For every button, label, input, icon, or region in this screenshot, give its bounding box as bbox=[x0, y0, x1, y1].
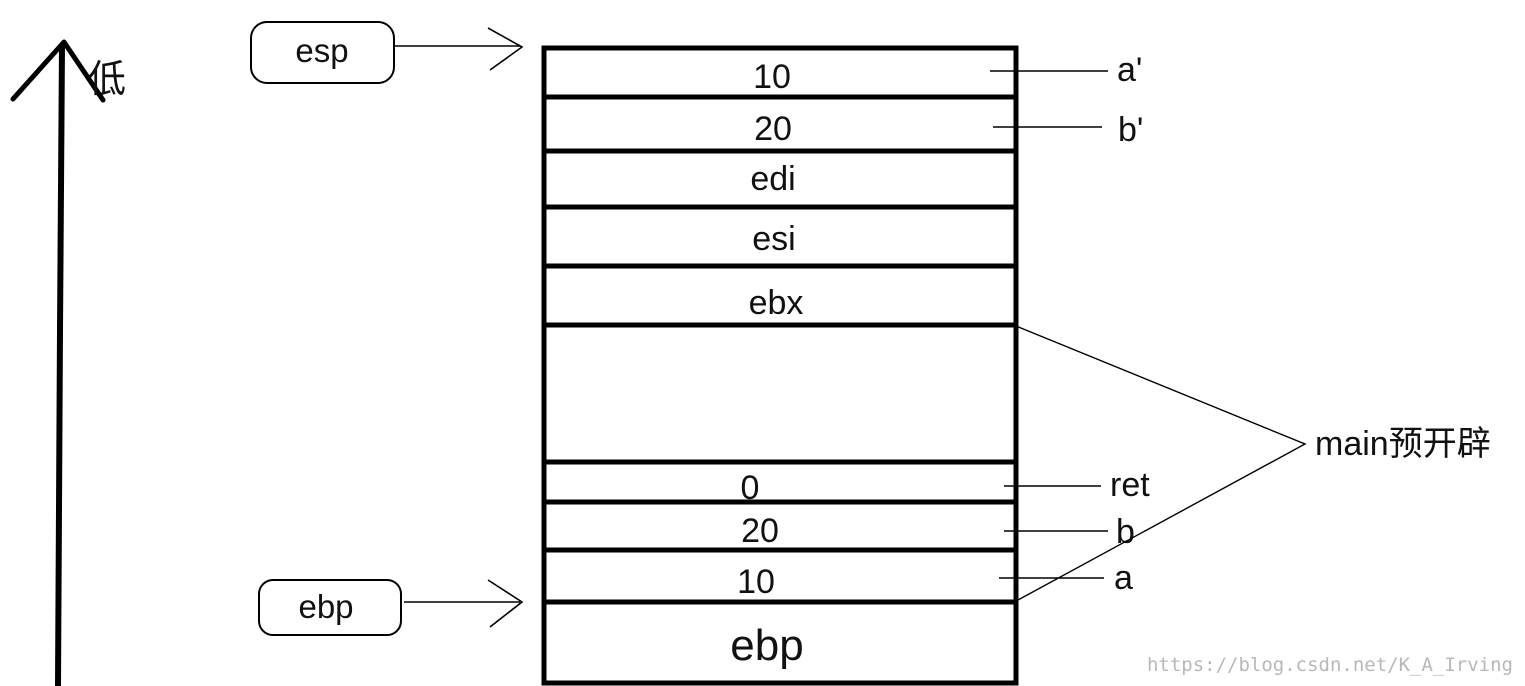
stack-cell-value: ebp bbox=[730, 621, 803, 670]
stack-cell-value: 0 bbox=[741, 469, 760, 507]
watermark: https://blog.csdn.net/K_A_Irving bbox=[1147, 654, 1513, 676]
annotation-label: b' bbox=[1118, 111, 1143, 149]
axis-arrow: 低 bbox=[10, 39, 126, 686]
stack-cell-value: 10 bbox=[753, 58, 791, 96]
annotation-label: ret bbox=[1110, 466, 1150, 504]
bracket-label: main预开辟 bbox=[1315, 425, 1491, 463]
annotation-label: a bbox=[1114, 559, 1133, 597]
stack-cell-value: 20 bbox=[741, 512, 779, 550]
esp-label: esp bbox=[295, 32, 348, 69]
ebp-pointer: ebp bbox=[258, 579, 524, 636]
stack-cell-value: 20 bbox=[754, 110, 792, 148]
axis-label: 低 bbox=[88, 59, 126, 101]
stack-frame: 10 20 edi esi ebx 0 20 10 ebp bbox=[541, 45, 1019, 686]
esp-box bbox=[250, 21, 395, 84]
annotation-label: b bbox=[1116, 513, 1135, 551]
main-bracket: main预开辟 bbox=[1015, 325, 1491, 601]
ebp-box bbox=[258, 579, 402, 636]
stack-outline bbox=[541, 45, 1019, 686]
stack-cell-value: ebx bbox=[749, 284, 804, 322]
stack-cell-value: 10 bbox=[737, 563, 775, 601]
stack-cell-value: esi bbox=[752, 220, 795, 258]
esp-pointer: esp bbox=[250, 21, 524, 84]
annotations: a' b' ret b a bbox=[990, 51, 1150, 597]
stack-cell-value: edi bbox=[750, 160, 795, 198]
annotation-label: a' bbox=[1117, 51, 1142, 89]
ebp-label: ebp bbox=[298, 588, 353, 625]
